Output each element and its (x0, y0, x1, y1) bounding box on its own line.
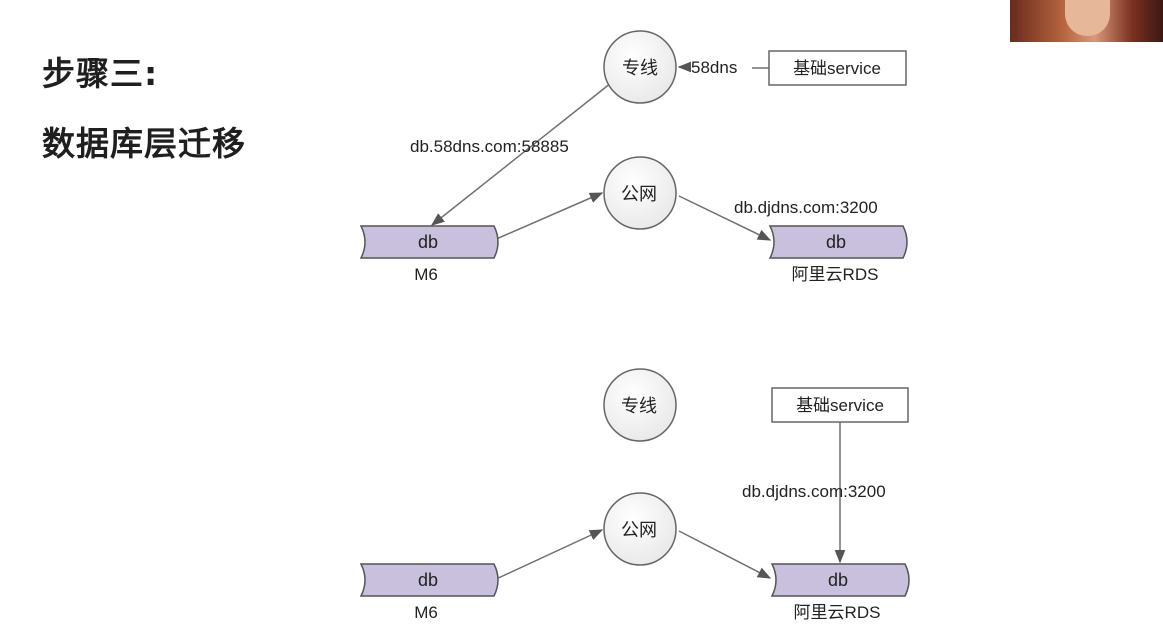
node-gongwang-2: 公网 (603, 492, 677, 566)
db-m6: db M6 (359, 225, 499, 284)
node-gongwang: 公网 (603, 156, 677, 230)
step-title: 步骤三: (42, 54, 159, 93)
db-rds: db 阿里云RDS (768, 225, 908, 284)
node-gongwang-2-label: 公网 (621, 520, 657, 540)
edge-djdns-label: db.djdns.com:3200 (734, 198, 878, 217)
db-rds-2-label: db (828, 570, 848, 590)
edge-gongwang-to-rds (678, 195, 772, 241)
db-rds-2-caption: 阿里云RDS (794, 603, 881, 622)
db-m6-2: db M6 (359, 563, 499, 622)
webcam-hand-image (1065, 0, 1110, 36)
node-zhuanxian-label: 专线 (622, 58, 658, 78)
box-service: 基础service (768, 50, 907, 86)
bottom-diagram: 专线 公网 基础service db.djdns.com:3200 db M6 … (359, 368, 910, 622)
db-m6-2-label: db (418, 570, 438, 590)
edge-db-m6-to-gongwang-2 (493, 529, 604, 581)
edge-gongwang-to-rds-2 (678, 530, 772, 579)
db-m6-label: db (418, 232, 438, 252)
node-gongwang-label: 公网 (621, 184, 657, 204)
edge-58dns-label: 58dns (691, 58, 737, 77)
db-m6-2-caption: M6 (414, 603, 438, 622)
edge-db58-label: db.58dns.com:58885 (410, 137, 569, 156)
step-subtitle: 数据库层迁移 (42, 124, 246, 163)
top-diagram: 专线 公网 基础service 58dns db.58dns.com:58885… (359, 30, 908, 284)
db-rds-caption: 阿里云RDS (792, 265, 879, 284)
box-service-2: 基础service (771, 387, 909, 423)
node-zhuanxian: 专线 (603, 30, 677, 104)
db-rds-2: db 阿里云RDS (770, 563, 910, 622)
node-zhuanxian-2-label: 专线 (621, 396, 657, 416)
edge-db-m6-to-gongwang (493, 192, 604, 241)
edge-djdns-2-label: db.djdns.com:3200 (742, 482, 886, 501)
db-m6-caption: M6 (414, 265, 438, 284)
webcam-thumbnail (1010, 0, 1163, 42)
box-service-2-label: 基础service (796, 396, 884, 415)
edge-zhuanxian-to-db-m6 (430, 82, 612, 226)
box-service-label: 基础service (793, 59, 881, 78)
node-zhuanxian-2: 专线 (603, 368, 677, 442)
db-rds-label: db (826, 232, 846, 252)
